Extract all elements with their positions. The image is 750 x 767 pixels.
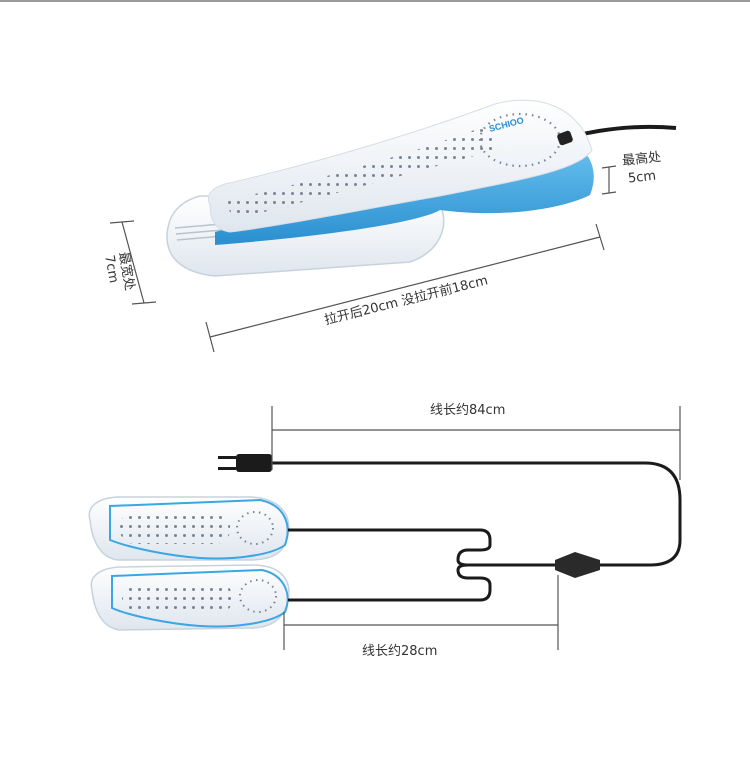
vent-holes — [227, 128, 496, 218]
cord-total-label: 线长约84cm — [430, 403, 506, 418]
cords — [272, 461, 682, 602]
dimension-lines-top — [109, 165, 617, 353]
power-plug — [218, 454, 272, 472]
cord-grommet — [557, 130, 573, 146]
height-label-line1: 最高处 — [621, 149, 662, 169]
dryer-left-upper-band — [109, 498, 289, 560]
vent-holes-upper — [120, 512, 230, 544]
cord-splitter — [555, 552, 600, 578]
cord-branch-label: 线长约28cm — [362, 644, 438, 659]
single-dryer: SCHIOO — [166, 99, 677, 277]
height-label-line2: 5cm — [627, 168, 657, 187]
dryer-left-lower-band — [111, 568, 289, 628]
top-border — [0, 0, 750, 2]
dimension-lines-bottom — [271, 406, 681, 650]
vent-holes-lower — [122, 582, 232, 614]
dryer-pair — [88, 454, 682, 631]
